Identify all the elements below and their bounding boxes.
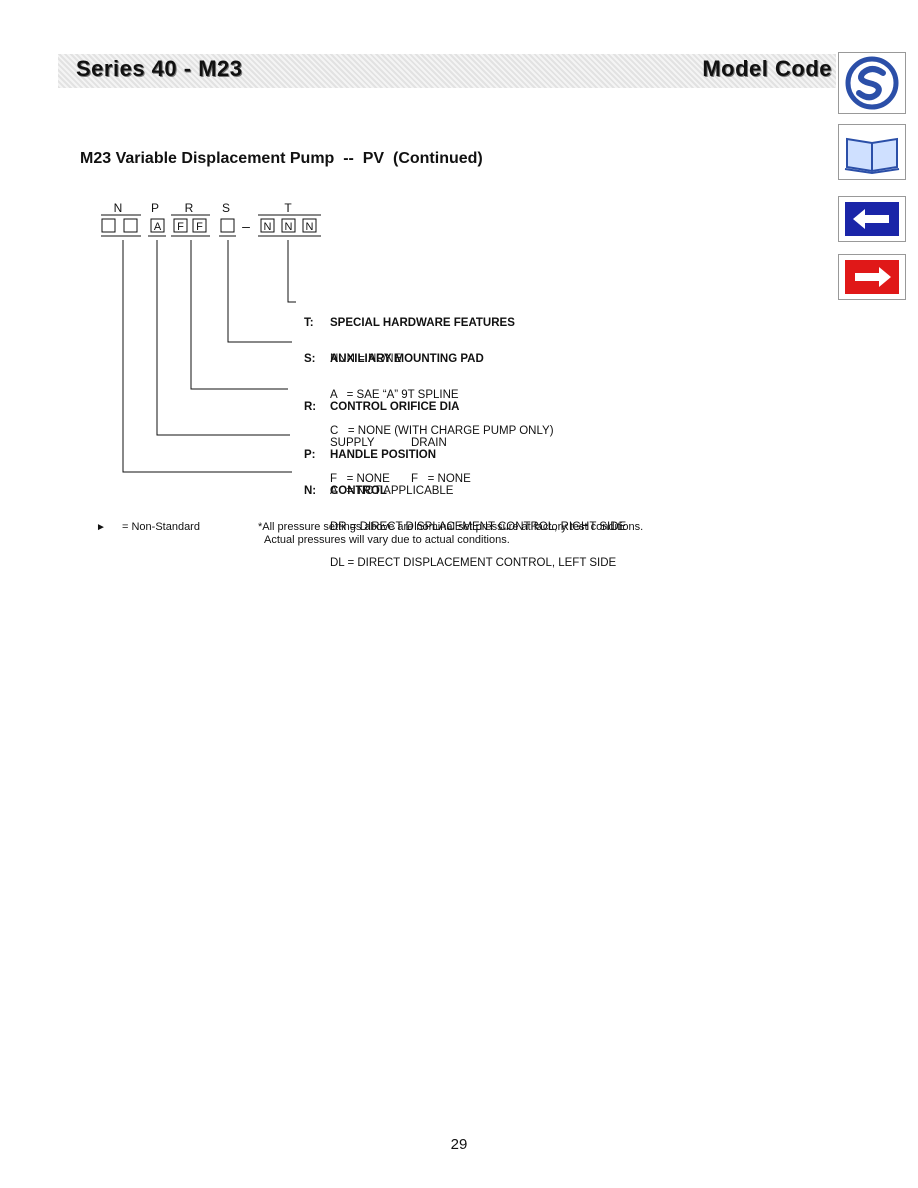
section-title: CONTROL [330, 485, 387, 497]
header-band [58, 54, 836, 88]
page-subtitle: M23 Variable Displacement Pump -- PV (Co… [80, 150, 483, 167]
section-title: AUXILIARY MOUNTING PAD [330, 353, 484, 365]
leader-line-s [227, 240, 292, 343]
group-label-n: N [114, 201, 123, 215]
section-key: R: [304, 401, 317, 413]
non-standard-marker-icon: ► [96, 522, 106, 533]
leader-line-t [287, 240, 296, 303]
code-dash: – [242, 218, 250, 234]
section-key: S: [304, 353, 316, 365]
option-line: A = NOT APPLICABLE [330, 485, 454, 497]
group-label-s: S [222, 201, 230, 215]
code-box-t3-value: N [306, 221, 314, 233]
option-line: NNN = NONE [330, 353, 402, 365]
pressure-note-line-2: Actual pressures will vary due to actual… [264, 534, 510, 546]
code-box-r-drain-value: F [196, 221, 203, 233]
back-arrow-icon [845, 202, 899, 236]
leader-line-p [156, 240, 290, 436]
group-label-p: P [151, 201, 159, 215]
section-key: P: [304, 449, 316, 461]
option-line: DL = DIRECT DISPLACEMENT CONTROL, LEFT S… [330, 557, 617, 569]
pressure-note-line-1: *All pressure settings above are nominal… [258, 521, 644, 533]
option-line: C = NONE (WITH CHARGE PUMP ONLY) [330, 425, 554, 437]
book-icon [844, 137, 900, 175]
header-series-title: Series 40 - M23 [76, 56, 243, 81]
section-key: T: [304, 317, 314, 329]
section-auxiliary-mounting-pad: S: AUXILIARY MOUNTING PAD A = SAE “A” 9T … [304, 329, 554, 449]
option-line: A = SAE “A” 9T SPLINE [330, 389, 459, 401]
drain-value: F = NONE [411, 473, 471, 485]
previous-page-button[interactable] [838, 196, 906, 242]
section-key: N: [304, 485, 317, 497]
table-of-contents-button[interactable] [838, 124, 906, 180]
supply-value: F = NONE [330, 473, 390, 485]
sauer-logo-icon [845, 56, 899, 110]
code-box-r-supply-value: F [177, 221, 184, 233]
section-handle-position: P: HANDLE POSITION A = NOT APPLICABLE [304, 425, 453, 509]
section-title: HANDLE POSITION [330, 449, 437, 461]
leader-line-n [122, 240, 292, 473]
group-label-r: R [185, 201, 194, 215]
next-page-button[interactable] [838, 254, 906, 300]
drain-label: DRAIN [411, 437, 447, 449]
code-box-t2-value: N [285, 221, 293, 233]
code-box-t1-value: N [264, 221, 272, 233]
forward-arrow-icon [845, 260, 899, 294]
section-special-hardware: T: SPECIAL HARDWARE FEATURES NNN = NONE [304, 293, 515, 377]
non-standard-legend: = Non-Standard [122, 521, 200, 533]
section-title: SPECIAL HARDWARE FEATURES [330, 317, 515, 329]
option-line: DR = DIRECT DISPLACEMENT CONTROL, RIGHT … [330, 521, 627, 533]
supply-label: SUPPLY [330, 437, 375, 449]
page-number: 29 [450, 1136, 468, 1153]
section-control: N: CONTROL DR = DIRECT DISPLACEMENT CONTR… [304, 461, 626, 581]
code-box-p-value: A [154, 221, 162, 233]
header-model-code-title: Model Code [702, 56, 832, 81]
sauer-logo-button[interactable] [838, 52, 906, 114]
section-control-orifice: R: CONTROL ORIFICE DIA SUPPLY DRAIN F = NO… [304, 377, 471, 497]
section-title: CONTROL ORIFICE DIA [330, 401, 460, 413]
leader-line-r [190, 240, 288, 390]
group-label-t: T [284, 201, 292, 215]
